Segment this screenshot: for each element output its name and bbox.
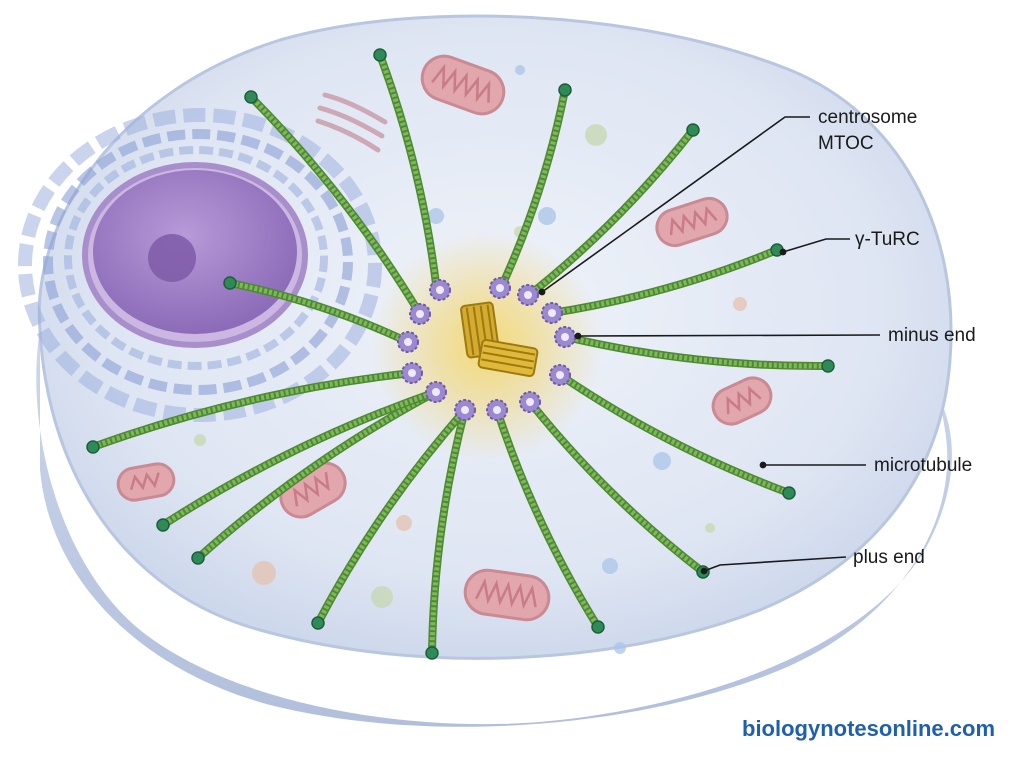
- gamma-turc-ring: [554, 326, 576, 348]
- gamma-turc-ring: [519, 391, 541, 413]
- vesicles: [194, 65, 747, 654]
- label-mtoc: MTOC: [818, 133, 874, 154]
- mitochondrion: [655, 196, 729, 248]
- gamma-turc-rings: [397, 277, 576, 421]
- microtubule: [229, 280, 410, 345]
- microtubule: [249, 95, 423, 316]
- plus-end-tip: [686, 123, 700, 137]
- gamma-turc-ring: [541, 302, 563, 324]
- leader-dot: [574, 332, 582, 340]
- plus-end-tip: [558, 83, 572, 97]
- leader-gamma-turc: [782, 238, 850, 253]
- er-middle: [43, 129, 353, 395]
- microtubule: [196, 389, 438, 560]
- leader-lines: [538, 116, 881, 575]
- leader-centrosome: [541, 116, 810, 293]
- plus-end-tip: [244, 90, 258, 104]
- plus-end-tip: [373, 48, 387, 62]
- gamma-turc-ring: [429, 279, 451, 301]
- nucleolus: [148, 234, 196, 282]
- er-inner: [64, 146, 328, 370]
- plus-end-tip: [156, 518, 170, 532]
- nucleus-region: [18, 108, 382, 422]
- microtubules: [86, 48, 835, 660]
- gamma-turc-ring: [409, 303, 431, 325]
- microtubule: [558, 372, 790, 496]
- mitochondrion: [116, 462, 176, 502]
- label-centrosome: centrosome: [818, 107, 918, 128]
- mitochondria: [116, 54, 773, 622]
- microtubule: [565, 334, 829, 369]
- gamma-turc-ring: [401, 362, 423, 384]
- plus-end-tip: [191, 551, 205, 565]
- leader-dot: [538, 288, 546, 296]
- plus-end-tip: [223, 276, 237, 290]
- microtubule-outline: [89, 369, 416, 451]
- plus-end-tip: [821, 359, 835, 373]
- centrosome: [460, 301, 539, 378]
- plus-end-tip: [425, 646, 439, 660]
- gamma-turc-ring: [486, 399, 508, 421]
- label-gamma-turc: γ-TuRC: [855, 229, 920, 250]
- gamma-turc-ring: [425, 381, 447, 403]
- gamma-turc-ring: [489, 277, 511, 299]
- plus-end-tip: [591, 620, 605, 634]
- leader-dot: [700, 567, 708, 575]
- plus-end-tip: [86, 440, 100, 454]
- label-microtubule: microtubule: [874, 455, 973, 476]
- golgi-apparatus: [315, 92, 388, 153]
- leader-dot: [759, 461, 767, 469]
- microtubule: [315, 408, 467, 625]
- gamma-turc-ring: [397, 331, 419, 353]
- label-minus-end: minus end: [888, 325, 976, 346]
- gamma-turc-ring: [517, 284, 539, 306]
- microtubule: [494, 409, 601, 629]
- leader-plus-end: [703, 556, 847, 572]
- plus-end-tip: [311, 616, 325, 630]
- microtubule: [429, 409, 468, 654]
- mitochondrion: [711, 376, 773, 426]
- watermark: biologynotesonline.com: [742, 716, 996, 741]
- gamma-turc-ring: [454, 399, 476, 421]
- microtubule: [161, 389, 437, 528]
- microtubule: [497, 89, 568, 292]
- centriole: [477, 338, 539, 378]
- leader-minus-end: [577, 334, 881, 337]
- microtubule: [528, 400, 705, 574]
- leader-dot: [779, 248, 787, 256]
- microtubule: [551, 247, 778, 316]
- label-plus-end: plus end: [853, 547, 925, 568]
- plus-end-tip: [782, 486, 796, 500]
- mitochondrion: [463, 568, 551, 622]
- microtubule: [377, 54, 440, 293]
- mitochondrion: [420, 54, 506, 116]
- gamma-turc-ring: [549, 364, 571, 386]
- microtubule: [526, 128, 695, 298]
